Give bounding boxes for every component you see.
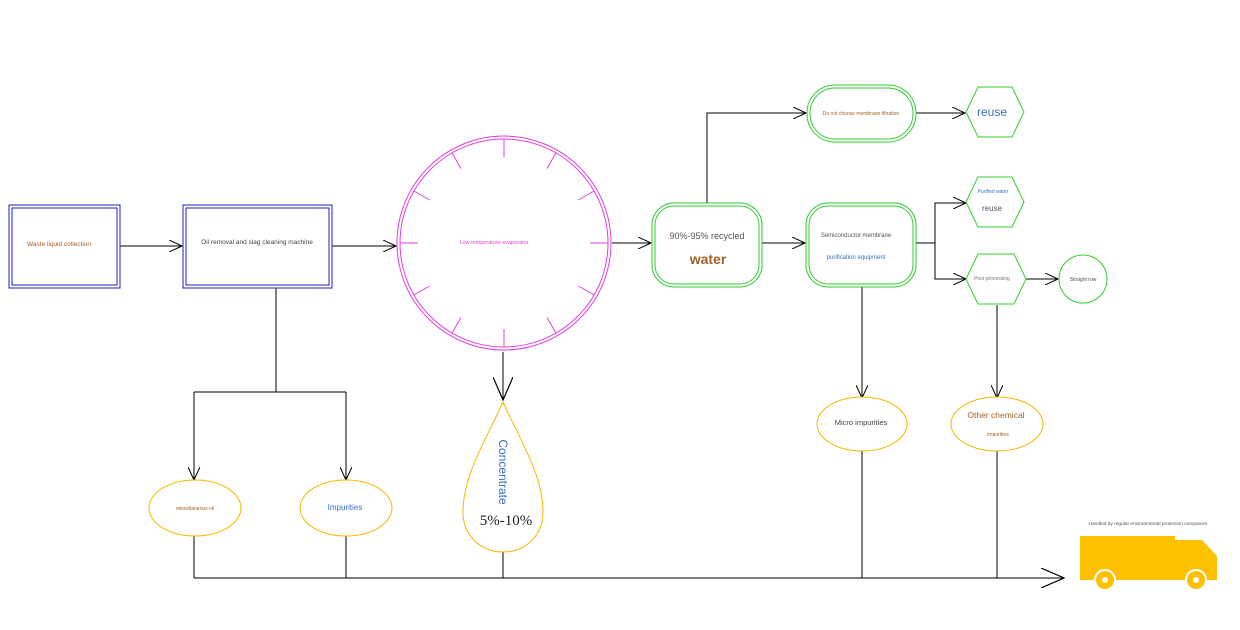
evaporator-circle: Low temperature evaporator: [396, 135, 612, 351]
handled-by-label: Handled by regular environmental protect…: [1089, 521, 1209, 527]
evaporator-tick: [578, 190, 595, 201]
semiconductor-line2: purification equipment: [827, 255, 886, 261]
post-processing-label: Post-processing: [974, 276, 1010, 282]
arrow-semi-to-purified: [916, 203, 966, 244]
purified-water-hexagon: Purified water reuse: [965, 176, 1025, 228]
reuse-top-hexagon: reuse: [965, 86, 1025, 138]
straight-row-circle: Straight row: [1058, 254, 1108, 304]
other-chem-line1: Other chemical: [967, 410, 1024, 420]
no-membrane-label: Do not choose membrane filtration: [823, 111, 900, 117]
evaporator-tick: [413, 190, 430, 201]
other-chem-line2: impurities: [987, 432, 1009, 438]
purified-line1: Purified water: [978, 189, 1009, 195]
impurities-ellipse: Impurities: [299, 479, 393, 537]
evaporator-tick: [451, 152, 462, 169]
micro-impurities-ellipse: Micro impurities: [816, 396, 908, 452]
arrow-water-to-no-membrane: [706, 113, 806, 203]
evaporator-tick: [578, 285, 595, 296]
arrow-semi-to-post: [934, 243, 966, 279]
truck-icon: [1080, 536, 1217, 591]
semiconductor-node: Semiconductor membrane purification equi…: [805, 202, 917, 288]
impurities-label: Impurities: [328, 503, 363, 512]
concentrate-percent: 5%-10%: [480, 513, 533, 529]
evaporator-tick: [546, 317, 557, 334]
concentrate-label: Concentrate: [496, 439, 510, 505]
recycled-line2: water: [689, 251, 727, 267]
straight-row-label: Straight row: [1070, 277, 1097, 283]
misc-oil-label: miscellaneous oil: [176, 506, 214, 512]
oil-removal-label: Oil removal and slag cleaning machine: [201, 239, 313, 246]
connectors: [120, 113, 1064, 578]
evaporator-tick: [451, 317, 462, 334]
evaporator-tick: [546, 152, 557, 169]
evaporator-tick: [413, 285, 430, 296]
waste-liquid-box: Waste liquid collection: [8, 204, 121, 289]
evaporator-label: Low temperature evaporator: [459, 240, 528, 246]
post-processing-hexagon: Post-processing: [965, 253, 1027, 305]
reuse-top-label: reuse: [977, 105, 1007, 119]
micro-impurities-label: Micro impurities: [835, 418, 888, 427]
concentrate-drop: Concentrate 5%-10%: [462, 400, 544, 553]
misc-oil-ellipse: miscellaneous oil: [148, 479, 242, 537]
waste-liquid-label: Waste liquid collection: [27, 241, 91, 248]
recycled-line1: 90%-95% recycled: [669, 231, 744, 241]
other-chemical-ellipse: Other chemical impurities: [950, 396, 1044, 452]
recycled-water-node: 90%-95% recycled water: [651, 202, 763, 288]
oil-removal-box: Oil removal and slag cleaning machine: [182, 204, 333, 289]
purified-line2: reuse: [982, 204, 1003, 213]
semiconductor-line1: Semiconductor membrane: [821, 233, 892, 239]
no-membrane-node: Do not choose membrane filtration: [806, 84, 917, 143]
